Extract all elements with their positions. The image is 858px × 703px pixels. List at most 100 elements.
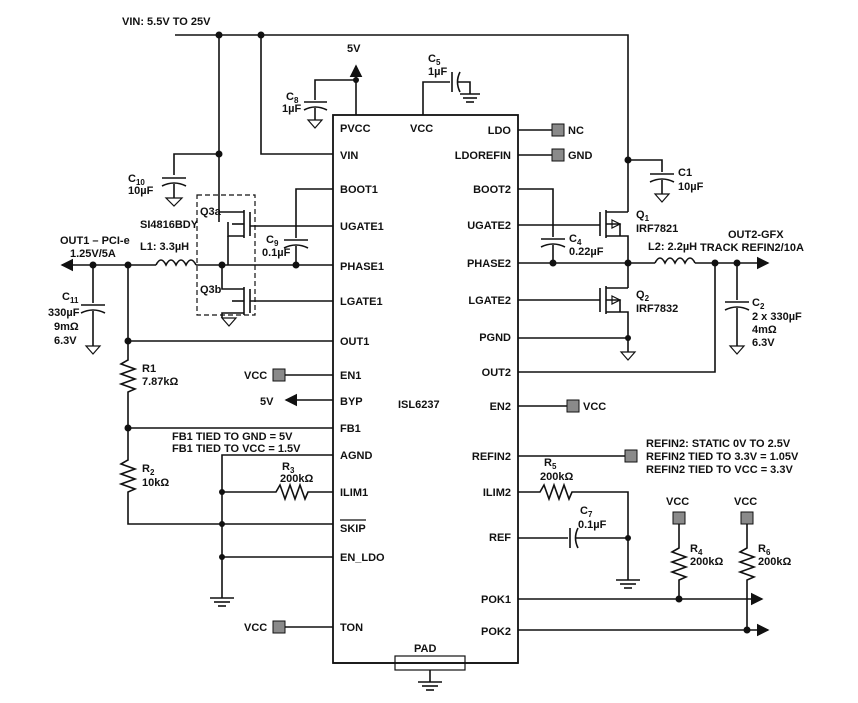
refin2-note-1: REFIN2: STATIC 0V TO 2.5V bbox=[646, 438, 791, 450]
out2-name: OUT2-GFX bbox=[728, 229, 784, 241]
pgnd-ground-icon bbox=[619, 351, 637, 361]
phase1-node-a bbox=[292, 261, 300, 269]
c11-value: 330µF bbox=[48, 307, 80, 319]
c4-capacitor bbox=[540, 238, 566, 263]
c11-capacitor bbox=[80, 304, 106, 355]
q3a-ref: Q3a bbox=[200, 206, 222, 218]
c10-wire bbox=[173, 153, 219, 175]
vcc-pin-wire bbox=[422, 81, 450, 115]
c1-ref: C1 bbox=[678, 167, 692, 179]
en2-vcc-label: VCC bbox=[583, 401, 606, 413]
pin-ilim2: ILIM2 bbox=[483, 487, 511, 499]
q2-ref: Q2 bbox=[636, 289, 650, 303]
c9-value: 0.1µF bbox=[262, 247, 291, 259]
q2-part: IRF7832 bbox=[636, 303, 678, 315]
ldorefin-gnd-label: GND bbox=[568, 150, 593, 162]
l1-inductor bbox=[155, 259, 197, 267]
boot2-wire bbox=[518, 188, 554, 237]
ldo-nc-pad bbox=[551, 123, 565, 137]
pin-ugate2: UGATE2 bbox=[467, 220, 511, 232]
pin-boot1: BOOT1 bbox=[340, 184, 378, 196]
c5-value: 1µF bbox=[428, 66, 447, 78]
r6-resistor bbox=[737, 524, 757, 630]
pin-ldorefin: LDOREFIN bbox=[455, 150, 511, 162]
q3-package-outline bbox=[196, 194, 256, 316]
c10-capacitor bbox=[161, 177, 187, 207]
c2-esr: 4mΩ bbox=[752, 324, 777, 336]
ic-right-pins: LDO LDOREFIN BOOT2 UGATE2 PHASE2 LGATE2 … bbox=[455, 125, 512, 638]
r6-value: 200kΩ bbox=[758, 556, 791, 568]
c1-wire bbox=[628, 159, 663, 172]
r4-vcc-label: VCC bbox=[666, 496, 689, 508]
c5-capacitor bbox=[451, 71, 480, 103]
pin-pvcc: PVCC bbox=[340, 123, 371, 135]
r3-resistor bbox=[222, 482, 333, 502]
r2-resistor bbox=[118, 428, 333, 525]
c8-capacitor bbox=[303, 101, 328, 129]
r3-value: 200kΩ bbox=[280, 473, 313, 485]
c1-value: 10µF bbox=[678, 181, 704, 193]
ic-name: ISL6237 bbox=[398, 399, 440, 411]
out2-feedback-wire bbox=[518, 263, 716, 373]
pin-ldo: LDO bbox=[488, 125, 512, 137]
pok1-node bbox=[675, 595, 683, 603]
c11-ref: C11 bbox=[62, 291, 79, 305]
pin-vcc: VCC bbox=[410, 123, 433, 135]
q3-part: SI4816BDY bbox=[140, 219, 199, 231]
phase1-node-b bbox=[218, 261, 226, 269]
byp-5v-label: 5V bbox=[260, 396, 274, 408]
c1-capacitor bbox=[649, 173, 675, 203]
pin-ilim1: ILIM1 bbox=[340, 487, 368, 499]
r5-value: 200kΩ bbox=[540, 471, 573, 483]
pin-fb1: FB1 bbox=[340, 423, 361, 435]
pin-boot2: BOOT2 bbox=[473, 184, 511, 196]
pin-lgate2: LGATE2 bbox=[468, 295, 511, 307]
c8-value: 1µF bbox=[282, 103, 301, 115]
c2-voltage: 6.3V bbox=[752, 337, 775, 349]
l2-label: L2: 2.2µH bbox=[648, 241, 697, 253]
pin-out2: OUT2 bbox=[482, 367, 511, 379]
pin-pad: PAD bbox=[414, 643, 436, 655]
agnd-skip-node bbox=[219, 521, 225, 527]
c9-ref: C9 bbox=[266, 234, 279, 248]
c5-ref: C5 bbox=[428, 53, 441, 67]
pin-ugate1: UGATE1 bbox=[340, 221, 384, 233]
c2-ref: C2 bbox=[752, 297, 765, 311]
q1-part: IRF7821 bbox=[636, 223, 678, 235]
pin-lgate1: LGATE1 bbox=[340, 296, 383, 308]
q1-mosfet bbox=[599, 210, 629, 263]
c4-ref: C4 bbox=[569, 233, 582, 247]
r2-value: 10kΩ bbox=[142, 477, 169, 489]
c7-value: 0.1µF bbox=[578, 519, 607, 531]
q3b-mosfet bbox=[220, 265, 251, 327]
ton-vcc-pad bbox=[272, 620, 286, 634]
pin-phase1: PHASE1 bbox=[340, 261, 384, 273]
vin-to-vin-pin bbox=[260, 35, 333, 155]
q2-mosfet bbox=[599, 286, 629, 352]
en2-vcc-pad bbox=[566, 399, 580, 413]
ic-body bbox=[332, 114, 519, 664]
boot1-wire bbox=[295, 188, 333, 238]
c4-value: 0.22µF bbox=[569, 246, 604, 258]
l1-label: L1: 3.3µH bbox=[140, 241, 189, 253]
agnd-wire bbox=[221, 454, 333, 598]
pad-ground-icon bbox=[418, 681, 442, 691]
ldorefin-gnd-pad bbox=[551, 148, 565, 162]
r4-value: 200kΩ bbox=[690, 556, 723, 568]
pin-agnd: AGND bbox=[340, 450, 372, 462]
fb1-note-1: FB1 TIED TO GND = 5V bbox=[172, 431, 293, 443]
c7-capacitor bbox=[569, 527, 628, 549]
pin-skip: SKIP bbox=[340, 523, 366, 535]
vin-rail bbox=[175, 34, 629, 160]
c8-wire bbox=[314, 79, 356, 100]
c2-capacitor bbox=[724, 301, 750, 355]
ref-ground-icon bbox=[616, 579, 640, 589]
c2-value: 2 x 330µF bbox=[752, 311, 802, 323]
r2-ref: R2 bbox=[142, 463, 155, 477]
r6-vcc-pad bbox=[740, 511, 754, 525]
out2-spec: TRACK REFIN2/10A bbox=[700, 242, 804, 254]
r1-ref: R1 bbox=[142, 363, 156, 375]
pin-pgnd: PGND bbox=[479, 332, 511, 344]
pin-vin: VIN bbox=[340, 150, 358, 162]
